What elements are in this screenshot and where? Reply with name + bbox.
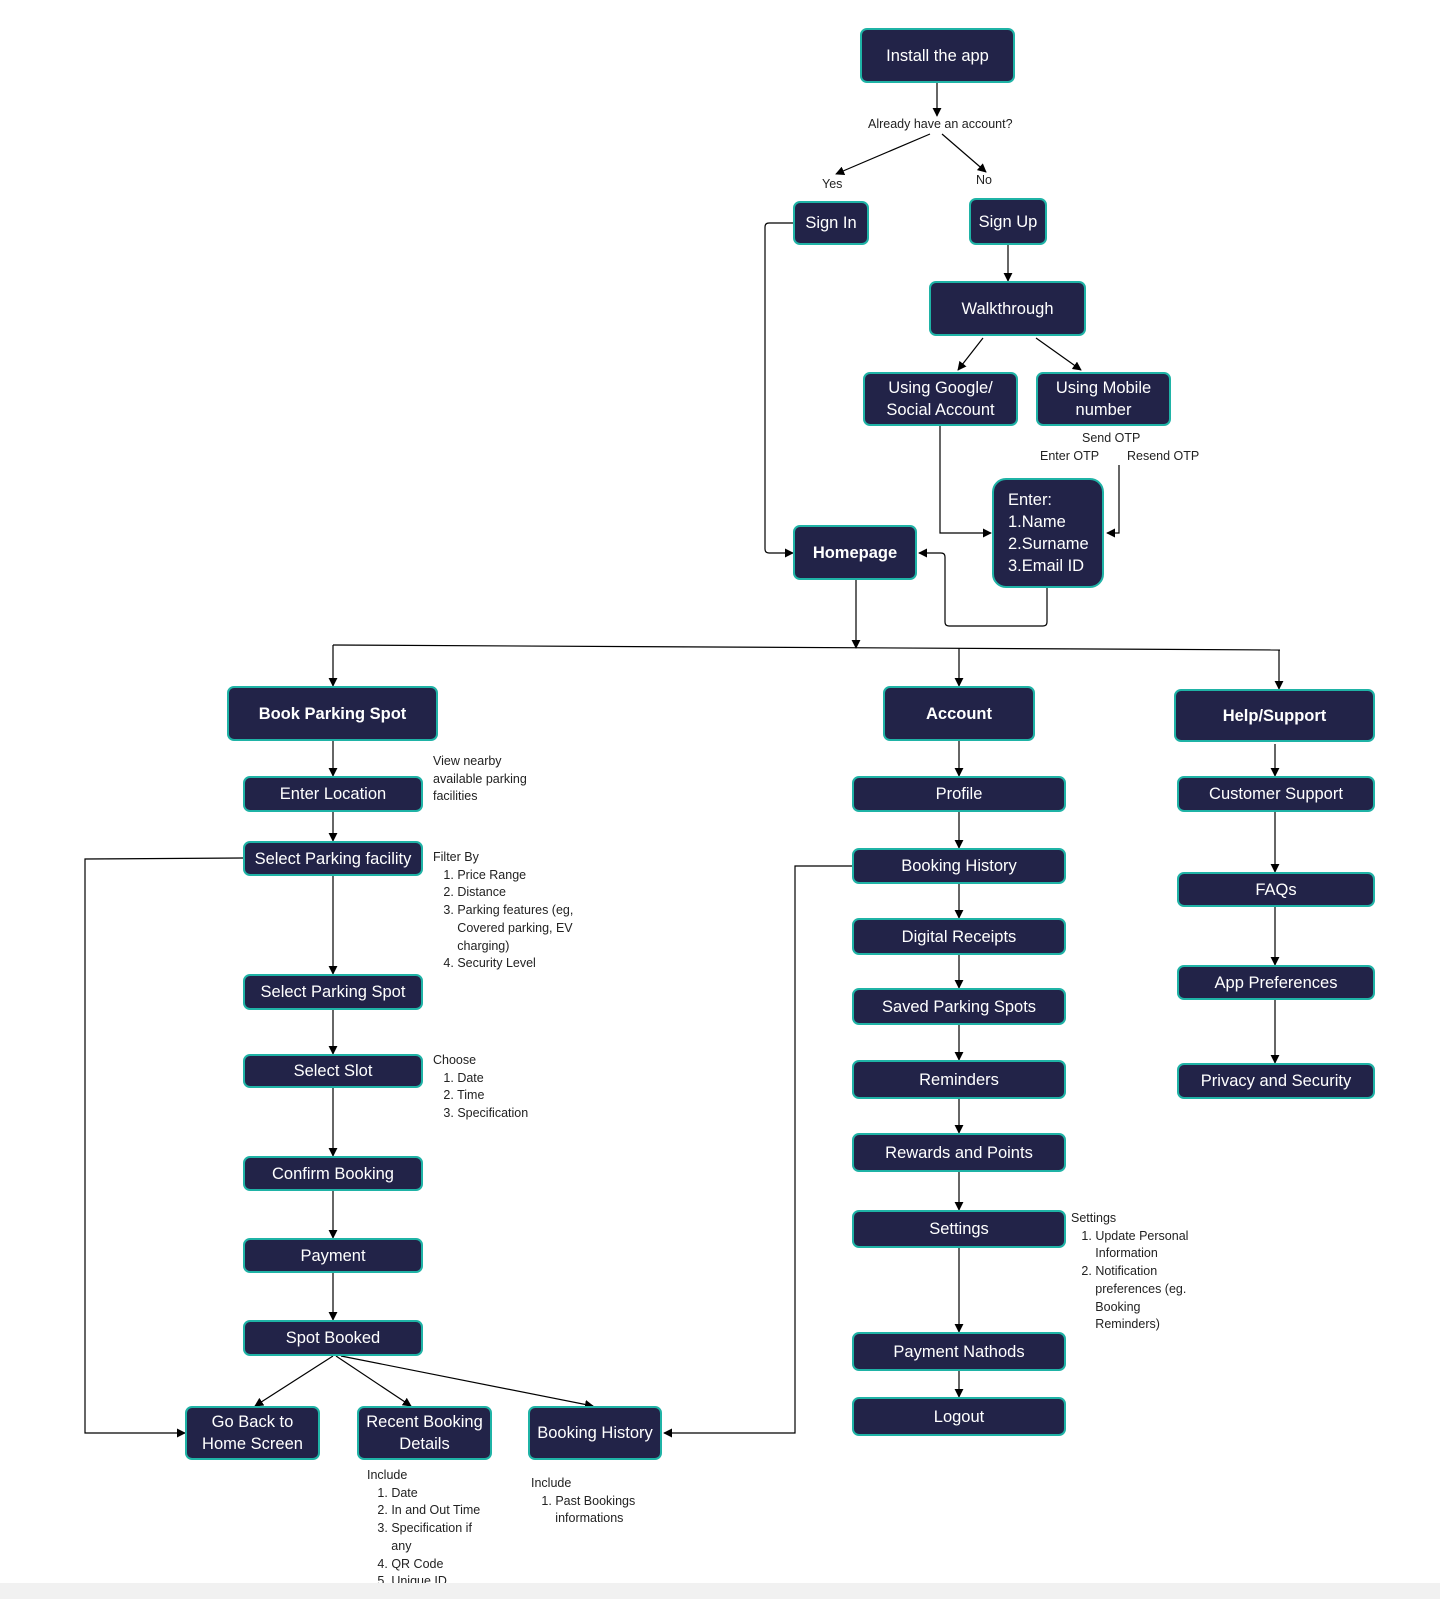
edge-enter-homepage	[918, 548, 1048, 627]
walkthrough-node: Walkthrough	[929, 281, 1086, 336]
sign-up-node: Sign Up	[969, 198, 1047, 245]
edge-signin-homepage	[764, 222, 794, 558]
edge-walkthrough-mobile	[1035, 337, 1082, 371]
logout-node: Logout	[852, 1397, 1066, 1436]
sign-in-node: Sign In	[793, 201, 869, 245]
faqs-node: FAQs	[1177, 872, 1375, 907]
payment-methods-node: Payment Nathods	[852, 1332, 1066, 1371]
reminders-node: Reminders	[852, 1060, 1066, 1099]
google-social-node: Using Google/ Social Account	[863, 372, 1018, 426]
edge-mobile-enter	[1106, 465, 1120, 538]
homepage-node: Homepage	[793, 525, 917, 580]
bottom-strip	[0, 1583, 1440, 1599]
edge-split-line	[332, 644, 1281, 651]
edge-booked-goback	[254, 1355, 334, 1407]
go-back-home-node: Go Back to Home Screen	[185, 1406, 320, 1460]
enter-location-node: Enter Location	[243, 776, 423, 812]
spot-booked-node: Spot Booked	[243, 1320, 423, 1356]
help-support-node: Help/Support	[1174, 689, 1375, 742]
resend-otp-label: Resend OTP	[1127, 449, 1200, 463]
saved-parking-spots-node: Saved Parking Spots	[852, 988, 1066, 1025]
select-parking-spot-node: Select Parking Spot	[243, 974, 423, 1010]
history-include-note: Include 1. Past Bookings informations	[531, 1476, 636, 1526]
edge-no	[941, 133, 987, 173]
profile-node: Profile	[852, 776, 1066, 812]
settings-node: Settings	[852, 1210, 1066, 1248]
recent-include-note: Include 1. Date 2. In and Out Time 3. Sp…	[367, 1468, 481, 1589]
digital-receipts-node: Digital Receipts	[852, 918, 1066, 955]
booking-history-node: Booking History	[852, 848, 1066, 884]
send-otp-label: Send OTP	[1082, 431, 1141, 445]
enter-details-node: Enter: 1.Name 2.Surname 3.Email ID	[992, 478, 1104, 588]
select-slot-node: Select Slot	[243, 1054, 423, 1088]
edge-walkthrough-google	[957, 337, 984, 371]
edge-yes	[835, 133, 931, 175]
payment-node: Payment	[243, 1238, 423, 1273]
enter-otp-label: Enter OTP	[1040, 449, 1100, 463]
recent-booking-details-node: Recent Booking Details	[357, 1406, 492, 1460]
install-app-node: Install the app	[860, 28, 1015, 83]
privacy-security-node: Privacy and Security	[1177, 1063, 1375, 1099]
already-account-label: Already have an account?	[868, 117, 1013, 131]
select-parking-facility-node: Select Parking facility	[243, 841, 423, 876]
app-preferences-node: App Preferences	[1177, 965, 1375, 1000]
booking-history-result-node: Booking History	[528, 1406, 662, 1460]
edge-booked-history	[340, 1355, 594, 1409]
account-node: Account	[883, 686, 1035, 741]
confirm-booking-node: Confirm Booking	[243, 1156, 423, 1191]
edge-facility-goback	[84, 857, 244, 1438]
view-nearby-note: View nearby available parking facilities	[433, 754, 527, 804]
edge-accounthistory-history	[663, 865, 852, 1438]
yes-label: Yes	[822, 177, 843, 191]
book-parking-spot-node: Book Parking Spot	[227, 686, 438, 741]
settings-note: Settings 1. Update Personal Information …	[1071, 1211, 1189, 1332]
customer-support-node: Customer Support	[1177, 776, 1375, 812]
choose-note: Choose 1. Date 2. Time 3. Specification	[433, 1053, 529, 1121]
edge-booked-recent	[335, 1355, 412, 1407]
filter-by-note: Filter By 1. Price Range 2. Distance 3. …	[433, 850, 574, 971]
mobile-number-node: Using Mobile number	[1036, 372, 1171, 426]
rewards-points-node: Rewards and Points	[852, 1133, 1066, 1172]
edge-google-enter	[939, 426, 992, 538]
no-label: No	[976, 173, 992, 187]
